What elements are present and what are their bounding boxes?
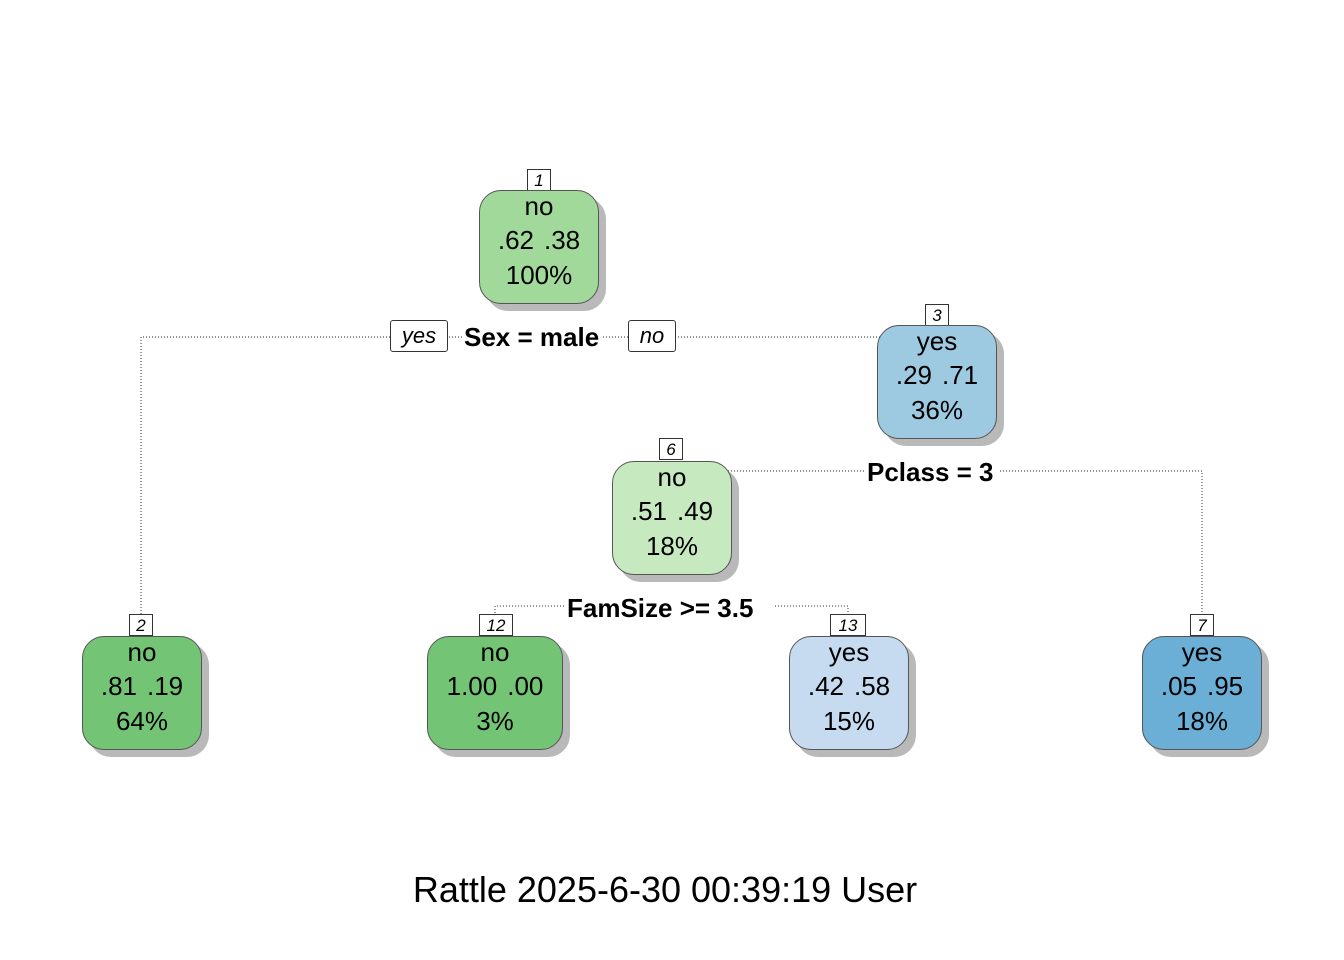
tree-node-1[interactable]: no .62.38 100% <box>479 190 599 304</box>
node-id-13: 13 <box>830 614 866 636</box>
node-probabilities: .81.19 <box>100 671 184 701</box>
node-class-label: no <box>524 191 554 221</box>
tree-node-13[interactable]: yes .42.58 15% <box>789 636 909 750</box>
footer-caption: Rattle 2025-6-30 00:39:19 User <box>412 869 918 910</box>
node-probabilities: .29.71 <box>895 360 979 390</box>
tree-node-7[interactable]: yes .05.95 18% <box>1142 636 1262 750</box>
node-percent: 3% <box>476 706 514 736</box>
node-percent: 64% <box>115 706 169 736</box>
node-id-1: 1 <box>527 169 551 191</box>
node-id-12: 12 <box>479 614 513 636</box>
split-label-node3: Pclass = 3 <box>865 457 996 487</box>
node-probabilities: 1.00.00 <box>446 671 544 701</box>
tree-node-6[interactable]: no .51.49 18% <box>612 461 732 575</box>
tree-node-3[interactable]: yes .29.71 36% <box>877 325 997 439</box>
node-class-label: yes <box>916 326 958 356</box>
tree-node-2[interactable]: no .81.19 64% <box>82 636 202 750</box>
node-class-label: no <box>127 637 157 667</box>
node-percent: 100% <box>505 260 573 290</box>
tree-node-12[interactable]: no 1.00.00 3% <box>427 636 563 750</box>
node-id-6: 6 <box>659 438 683 460</box>
branch-label-no: no <box>628 320 676 352</box>
node-probabilities: .62.38 <box>497 225 581 255</box>
node-percent: 18% <box>1175 706 1229 736</box>
branch-label-yes: yes <box>390 320 448 352</box>
node-class-label: yes <box>828 637 870 667</box>
node-probabilities: .05.95 <box>1160 671 1244 701</box>
split-label-node6: FamSize >= 3.5 <box>565 593 756 623</box>
node-id-3: 3 <box>925 304 949 326</box>
node-id-7: 7 <box>1190 614 1214 636</box>
edge-6-12 <box>494 605 570 614</box>
node-probabilities: .42.58 <box>807 671 891 701</box>
node-probabilities: .51.49 <box>630 496 714 526</box>
node-id-2: 2 <box>129 614 153 636</box>
edge-3-7 <box>1000 470 1203 614</box>
node-class-label: no <box>657 462 687 492</box>
edge-6-13 <box>775 605 849 614</box>
node-percent: 15% <box>822 706 876 736</box>
node-percent: 36% <box>910 395 964 425</box>
node-percent: 18% <box>645 531 699 561</box>
node-class-label: no <box>480 637 510 667</box>
split-label-root: Sex = male <box>462 322 602 352</box>
node-class-label: yes <box>1181 637 1223 667</box>
edge-1-2 <box>140 336 480 614</box>
